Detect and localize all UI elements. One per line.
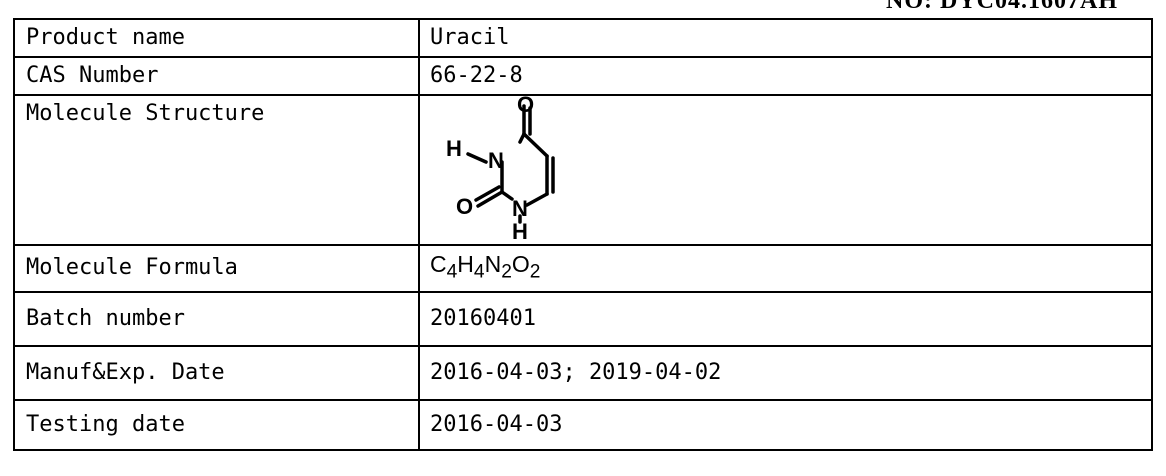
value-manuf-exp-date: 2016-04-03; 2019-04-02 (418, 344, 1153, 401)
table-row: Product name Uracil (13, 18, 1153, 58)
value-molecule-structure: O H N O N H (418, 94, 1153, 246)
label-molecule-structure: Molecule Structure (13, 94, 420, 246)
label-testing-date: Testing date (13, 398, 420, 451)
table-row: Molecule Structure (13, 94, 1153, 246)
molecule-structure-diagram: O H N O N H (446, 95, 555, 242)
document-number: NO: DYC04.1607AH (886, 0, 1118, 14)
formula-count-n: 2 (501, 261, 512, 283)
value-molecule-formula: C4H4N2O2 (418, 244, 1153, 293)
bond-n3-c4 (518, 132, 526, 144)
formula-count-h: 4 (473, 261, 485, 283)
label-product-name: Product name (13, 18, 420, 58)
bond-c2-n1 (500, 190, 514, 201)
product-spec-table: Product name Uracil CAS Number 66-22-8 M… (13, 18, 1153, 451)
formula-element-n: N (484, 251, 502, 277)
label-molecule-formula: Molecule Formula (13, 244, 420, 293)
table-row: Molecule Formula C4H4N2O2 (13, 244, 1153, 293)
formula-count-o: 2 (529, 261, 541, 283)
atom-h-upper: H (446, 136, 462, 161)
formula-text: C4H4N2O2 (430, 251, 540, 283)
table-row: Manuf&Exp. Date 2016-04-03; 2019-04-02 (13, 344, 1153, 401)
formula-count-c: 4 (446, 261, 458, 283)
atom-o-left: O (456, 194, 473, 219)
formula-element-o: O (511, 251, 530, 277)
atom-h-lower: H (512, 219, 528, 242)
atom-o-top: O (517, 95, 534, 117)
atom-n-lower: N (512, 196, 528, 221)
value-testing-date: 2016-04-03 (418, 398, 1153, 451)
bond-c2-o (476, 190, 504, 208)
table-row: Batch number 20160401 (13, 290, 1153, 347)
table-row: CAS Number 66-22-8 (13, 56, 1153, 96)
bond-c4-c5 (522, 132, 549, 158)
value-cas-number: 66-22-8 (418, 56, 1153, 96)
bond-c2-o-double (474, 185, 501, 202)
label-manuf-exp-date: Manuf&Exp. Date (13, 344, 420, 401)
formula-element-c: C (430, 251, 447, 277)
value-product-name: Uracil (418, 18, 1153, 58)
value-batch-number: 20160401 (418, 290, 1153, 347)
bond-n3-h (466, 152, 488, 164)
label-batch-number: Batch number (13, 290, 420, 347)
atom-n-upper: N (488, 148, 504, 173)
table-row: Testing date 2016-04-03 (13, 398, 1153, 451)
formula-element-h: H (457, 251, 474, 277)
bond-c6-n1 (525, 192, 549, 207)
label-cas-number: CAS Number (13, 56, 420, 96)
